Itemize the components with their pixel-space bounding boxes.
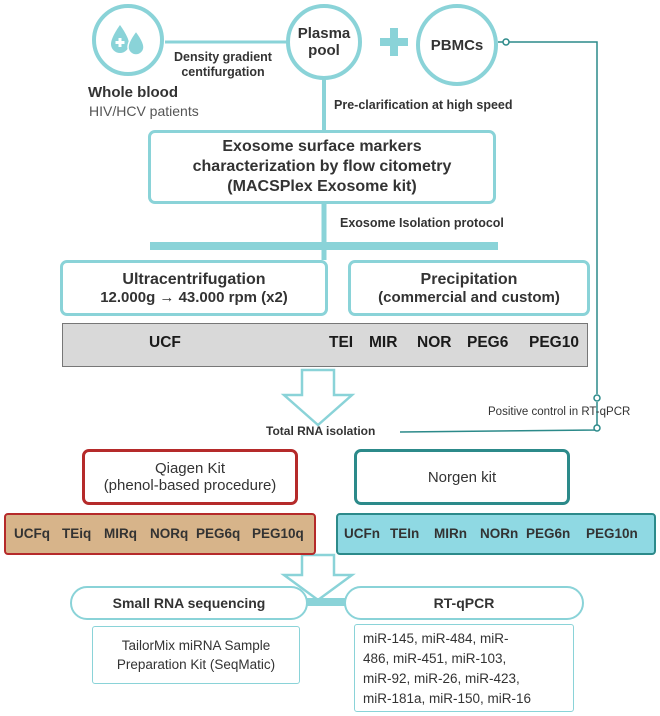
sample-tein: TEIn bbox=[390, 526, 420, 541]
down-arrow-2 bbox=[280, 553, 356, 602]
sample-peg6q: PEG6q bbox=[196, 526, 241, 541]
split-bar bbox=[150, 242, 498, 250]
whole-blood-circle bbox=[92, 4, 164, 76]
sample-norq: NORq bbox=[150, 526, 189, 541]
sample-ucfn: UCFn bbox=[344, 526, 380, 541]
norgen-kit-box: Norgen kit bbox=[354, 449, 570, 505]
sample-peg10n: PEG10n bbox=[586, 526, 638, 541]
exosome-characterization-box: Exosome surface markers characterization… bbox=[148, 130, 496, 204]
method-mir: MIR bbox=[369, 334, 398, 351]
small-rna-sequencing-pill: Small RNA sequencing bbox=[70, 586, 308, 620]
preclarification-label: Pre-clarification at high speed bbox=[334, 98, 513, 112]
method-peg10: PEG10 bbox=[529, 334, 579, 351]
mirna-list-box: miR-145, miR-484, miR- 486, miR-451, miR… bbox=[354, 624, 574, 712]
qiagen-kit-box: Qiagen Kit(phenol-based procedure) bbox=[82, 449, 298, 505]
pbmcs-circle: PBMCs bbox=[416, 4, 498, 86]
positive-control-label: Positive control in RT-qPCR bbox=[488, 406, 631, 418]
pbmc-control-line bbox=[498, 41, 598, 394]
whole-blood-title: Whole blood bbox=[88, 84, 178, 101]
method-nor: NOR bbox=[417, 334, 452, 351]
precipitation-box: Precipitation (commercial and custom) bbox=[348, 260, 590, 316]
sample-ucfq: UCFq bbox=[14, 526, 50, 541]
sample-mirn: MIRn bbox=[434, 526, 467, 541]
blood-drops-icon bbox=[111, 25, 145, 56]
total-rna-label: Total RNA isolation bbox=[266, 424, 376, 438]
method-peg6: PEG6 bbox=[467, 334, 509, 351]
sample-norn: NORn bbox=[480, 526, 519, 541]
down-arrow-1 bbox=[280, 368, 356, 427]
ultracentrifugation-box: Ultracentrifugation 12.000g → 43.000 rpm… bbox=[60, 260, 328, 316]
pill-connector bbox=[306, 598, 346, 606]
whole-blood-subtitle: HIV/HCV patients bbox=[89, 103, 199, 119]
rt-qpcr-pill: RT-qPCR bbox=[344, 586, 584, 620]
sample-mirq: MIRq bbox=[104, 526, 137, 541]
isolation-protocol-label: Exosome Isolation protocol bbox=[340, 216, 504, 230]
sample-teiq: TEiq bbox=[62, 526, 92, 541]
plus-icon bbox=[380, 28, 408, 56]
sample-peg6n: PEG6n bbox=[526, 526, 571, 541]
norgen-samples-bar: UCFn TEIn MIRn NORn PEG6n PEG10n bbox=[336, 513, 656, 555]
method-tei: TEI bbox=[329, 334, 354, 351]
method-ucf: UCF bbox=[149, 334, 181, 351]
methods-bar: UCF TEI MIR NOR PEG6 PEG10 bbox=[62, 323, 588, 367]
qiagen-samples-bar: UCFq TEiq MIRq NORq PEG6q PEG10q bbox=[4, 513, 316, 555]
sample-peg10q: PEG10q bbox=[252, 526, 304, 541]
